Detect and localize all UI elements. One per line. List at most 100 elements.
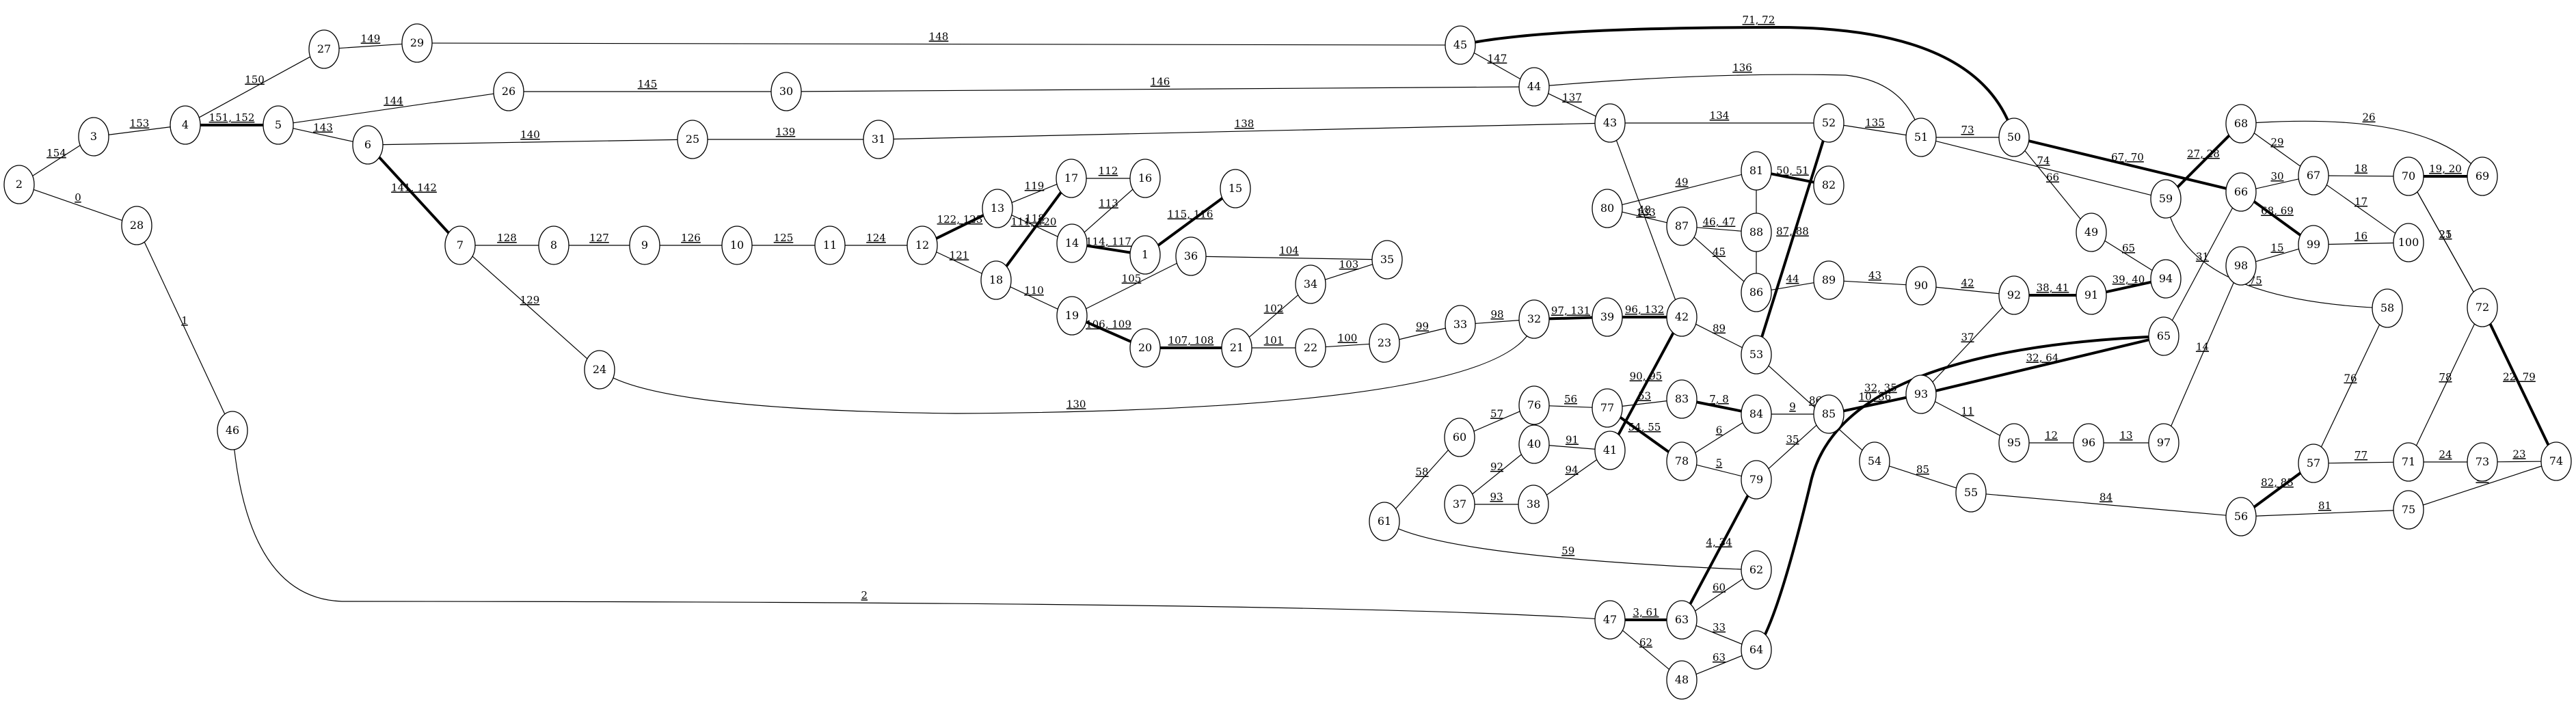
node-66[interactable]: 66: [2225, 172, 2257, 212]
node-31[interactable]: 31: [863, 120, 894, 159]
node-4[interactable]: 4: [170, 105, 201, 145]
node-76[interactable]: 76: [1518, 385, 1550, 425]
node-67[interactable]: 67: [2298, 156, 2329, 195]
node-33[interactable]: 33: [1445, 305, 1476, 344]
node-60[interactable]: 60: [1444, 418, 1475, 457]
node-28[interactable]: 28: [121, 206, 152, 245]
node-70[interactable]: 70: [2393, 156, 2424, 196]
node-37[interactable]: 37: [1444, 485, 1475, 524]
node-45[interactable]: 45: [1445, 25, 1476, 65]
node-36[interactable]: 36: [1175, 236, 1207, 276]
node-7[interactable]: 7: [444, 226, 476, 265]
node-22[interactable]: 22: [1295, 328, 1326, 368]
node-90[interactable]: 90: [1905, 266, 1937, 305]
node-97[interactable]: 97: [2148, 423, 2179, 463]
node-64[interactable]: 64: [1741, 630, 1772, 670]
node-74[interactable]: 74: [2540, 441, 2572, 481]
node-41[interactable]: 41: [1594, 431, 1626, 470]
node-32[interactable]: 32: [1518, 299, 1550, 339]
node-23[interactable]: 23: [1369, 323, 1400, 363]
node-47[interactable]: 47: [1594, 600, 1626, 640]
node-95[interactable]: 95: [1998, 423, 2030, 463]
node-61[interactable]: 61: [1369, 502, 1400, 541]
node-5[interactable]: 5: [263, 105, 294, 145]
node-56[interactable]: 56: [2225, 497, 2257, 536]
node-15[interactable]: 15: [1220, 169, 1251, 208]
node-87[interactable]: 87: [1666, 206, 1698, 246]
node-40[interactable]: 40: [1518, 424, 1550, 464]
node-11[interactable]: 11: [814, 226, 846, 265]
node-50[interactable]: 50: [1998, 118, 2030, 157]
node-24[interactable]: 24: [584, 350, 615, 390]
node-69[interactable]: 69: [2467, 156, 2498, 196]
node-48[interactable]: 48: [1666, 660, 1698, 700]
node-10[interactable]: 10: [721, 226, 753, 265]
node-81[interactable]: 81: [1741, 151, 1772, 191]
node-9[interactable]: 9: [629, 226, 660, 265]
node-100[interactable]: 100: [2393, 223, 2424, 262]
node-30[interactable]: 30: [770, 72, 802, 111]
node-18[interactable]: 18: [980, 260, 1012, 300]
node-77[interactable]: 77: [1592, 388, 1623, 428]
node-79[interactable]: 79: [1741, 460, 1772, 500]
node-86[interactable]: 86: [1741, 273, 1772, 312]
node-35[interactable]: 35: [1371, 240, 1403, 280]
node-17[interactable]: 17: [1056, 159, 1087, 198]
node-44[interactable]: 44: [1518, 67, 1550, 107]
node-46[interactable]: 46: [217, 411, 248, 450]
node-38[interactable]: 38: [1518, 485, 1549, 524]
node-72[interactable]: 72: [2467, 288, 2498, 327]
node-62[interactable]: 62: [1741, 550, 1772, 590]
node-75[interactable]: 75: [2393, 490, 2424, 530]
node-59[interactable]: 59: [2150, 179, 2182, 219]
node-19[interactable]: 19: [1056, 296, 1088, 336]
node-16[interactable]: 16: [1129, 159, 1161, 198]
node-96[interactable]: 96: [2073, 423, 2104, 463]
node-53[interactable]: 53: [1741, 335, 1772, 375]
node-26[interactable]: 26: [493, 72, 524, 111]
node-54[interactable]: 54: [1859, 441, 1890, 481]
node-25[interactable]: 25: [677, 120, 708, 159]
node-1[interactable]: 1: [1129, 235, 1161, 275]
node-39[interactable]: 39: [1592, 297, 1623, 337]
node-3[interactable]: 3: [78, 117, 109, 156]
node-21[interactable]: 21: [1221, 328, 1252, 368]
node-98[interactable]: 98: [2225, 246, 2257, 286]
node-85[interactable]: 85: [1813, 394, 1844, 434]
node-80[interactable]: 80: [1592, 189, 1623, 228]
node-84[interactable]: 84: [1741, 394, 1772, 434]
node-57[interactable]: 57: [2298, 444, 2329, 483]
node-65[interactable]: 65: [2148, 316, 2179, 356]
node-20[interactable]: 20: [1129, 328, 1161, 368]
node-94[interactable]: 94: [2150, 259, 2182, 299]
node-49[interactable]: 49: [2076, 213, 2107, 252]
node-91[interactable]: 91: [2076, 275, 2107, 315]
node-42[interactable]: 42: [1666, 297, 1698, 337]
node-73[interactable]: 73: [2467, 442, 2498, 482]
node-8[interactable]: 8: [538, 226, 569, 265]
node-71[interactable]: 71: [2393, 442, 2424, 482]
node-78[interactable]: 78: [1666, 441, 1698, 481]
node-63[interactable]: 63: [1666, 600, 1698, 640]
node-83[interactable]: 83: [1666, 379, 1698, 419]
node-12[interactable]: 12: [907, 226, 938, 265]
node-58[interactable]: 58: [2372, 288, 2403, 328]
node-29[interactable]: 29: [401, 23, 433, 63]
node-55[interactable]: 55: [1955, 473, 1987, 513]
node-93[interactable]: 93: [1905, 375, 1937, 414]
node-89[interactable]: 89: [1813, 260, 1844, 300]
node-68[interactable]: 68: [2225, 104, 2257, 144]
node-34[interactable]: 34: [1295, 264, 1326, 304]
node-52[interactable]: 52: [1813, 103, 1844, 143]
node-13[interactable]: 13: [982, 189, 1013, 228]
node-14[interactable]: 14: [1056, 223, 1088, 263]
node-2[interactable]: 2: [3, 165, 35, 204]
node-43[interactable]: 43: [1594, 103, 1626, 143]
node-82[interactable]: 82: [1813, 165, 1844, 205]
node-99[interactable]: 99: [2298, 225, 2329, 264]
node-51[interactable]: 51: [1905, 118, 1937, 157]
node-88[interactable]: 88: [1741, 213, 1772, 252]
node-6[interactable]: 6: [352, 125, 384, 165]
node-92[interactable]: 92: [1998, 275, 2030, 315]
node-27[interactable]: 27: [308, 29, 340, 69]
